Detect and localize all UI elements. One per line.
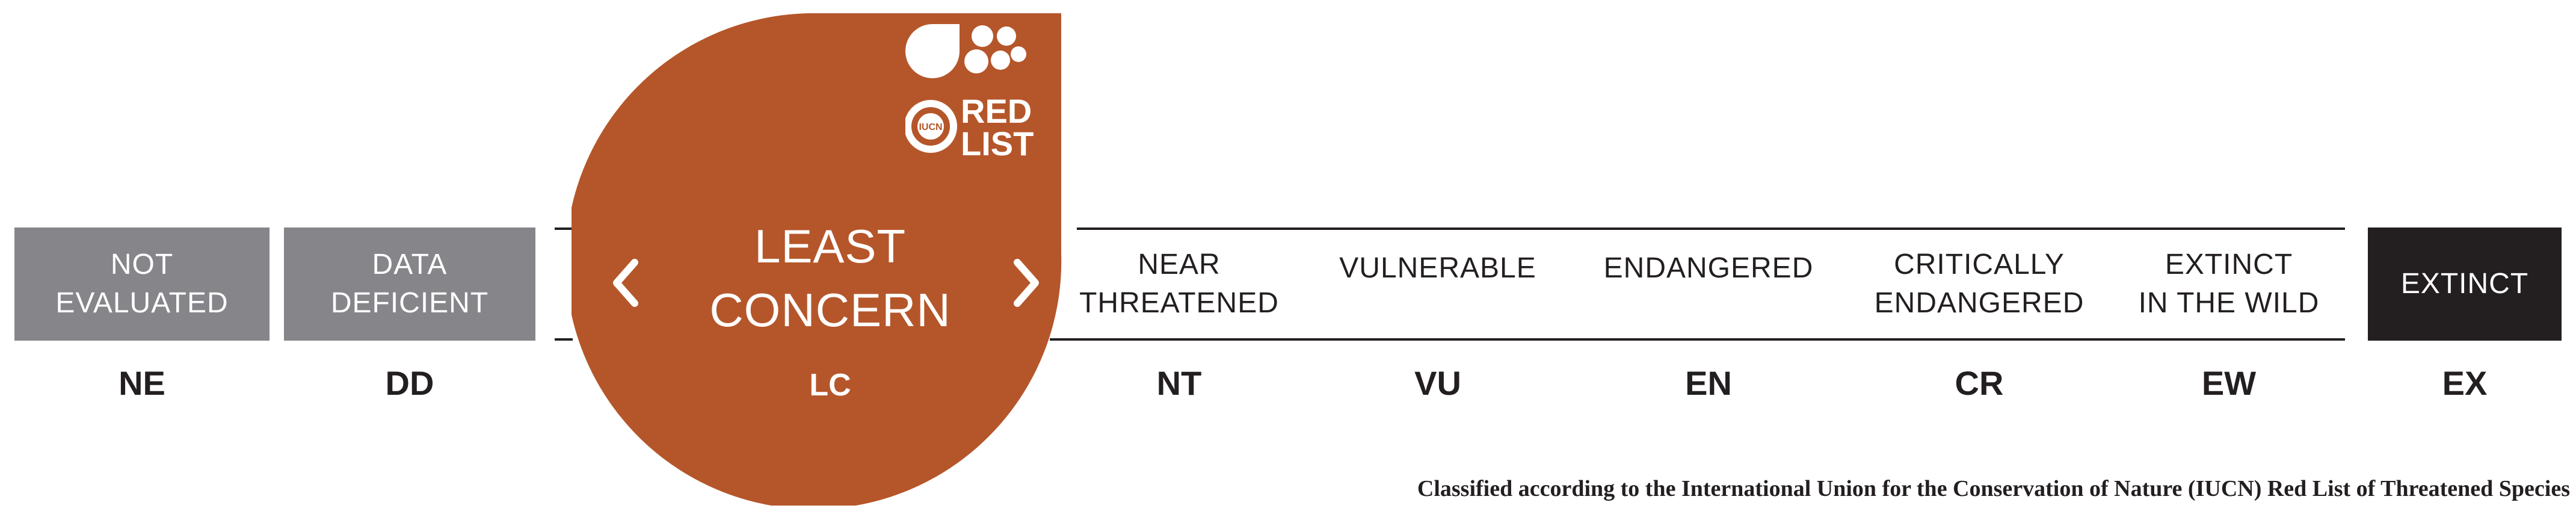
category-box-ew[interactable]: EXTINCT IN THE WILD xyxy=(2118,228,2340,341)
category-code-lc: LC xyxy=(809,368,851,403)
category-box-en[interactable]: ENDANGERED xyxy=(1588,228,1829,341)
category-label-lc: LEAST CONCERN xyxy=(709,220,951,336)
logo-line2: LIST xyxy=(961,125,1034,162)
chevron-left-icon[interactable] xyxy=(608,259,644,307)
category-box-cr[interactable]: CRITICALLY ENDANGERED xyxy=(1859,228,2100,341)
iucn-red-list-logo: IUCN RED LIST xyxy=(904,24,1050,166)
category-box-ex[interactable]: EXTINCT xyxy=(2368,228,2562,341)
classification-footnote: Classified according to the Internationa… xyxy=(1417,476,2570,501)
logo-badge-text: IUCN xyxy=(919,122,942,132)
category-label-en: ENDANGERED xyxy=(1603,252,1814,284)
category-code-ew: EW xyxy=(2201,364,2257,402)
chevron-right-icon[interactable] xyxy=(1008,259,1044,307)
category-label-ne: NOT EVALUATED xyxy=(55,249,229,319)
category-code-dd: DD xyxy=(385,364,434,402)
top-line-right xyxy=(1077,228,2345,230)
category-label-ew: EXTINCT IN THE WILD xyxy=(2138,249,2320,319)
logo-line1: RED xyxy=(961,92,1032,130)
top-line-left xyxy=(555,228,573,230)
category-code-ne: NE xyxy=(119,364,165,402)
category-label-vu: VULNERABLE xyxy=(1339,252,1536,284)
bottom-line-right xyxy=(1050,338,2345,341)
category-label-dd: DATA DEFICIENT xyxy=(330,249,489,319)
category-box-nt[interactable]: NEAR THREATENED xyxy=(1077,228,1281,341)
category-box-vu[interactable]: VULNERABLE xyxy=(1317,228,1558,341)
category-code-nt: NT xyxy=(1156,364,1202,402)
category-label-cr: CRITICALLY ENDANGERED xyxy=(1874,249,2085,319)
category-code-en: EN xyxy=(1685,364,1732,402)
category-code-ex: EX xyxy=(2442,364,2488,402)
category-box-ne[interactable]: NOT EVALUATED xyxy=(14,228,270,341)
bottom-line-left xyxy=(555,338,573,341)
category-label-ex: EXTINCT xyxy=(2400,268,2529,300)
category-code-cr: CR xyxy=(1955,364,2004,402)
category-box-dd[interactable]: DATA DEFICIENT xyxy=(284,228,535,341)
category-label-nt: NEAR THREATENED xyxy=(1079,249,1279,319)
category-code-vu: VU xyxy=(1414,364,1461,402)
